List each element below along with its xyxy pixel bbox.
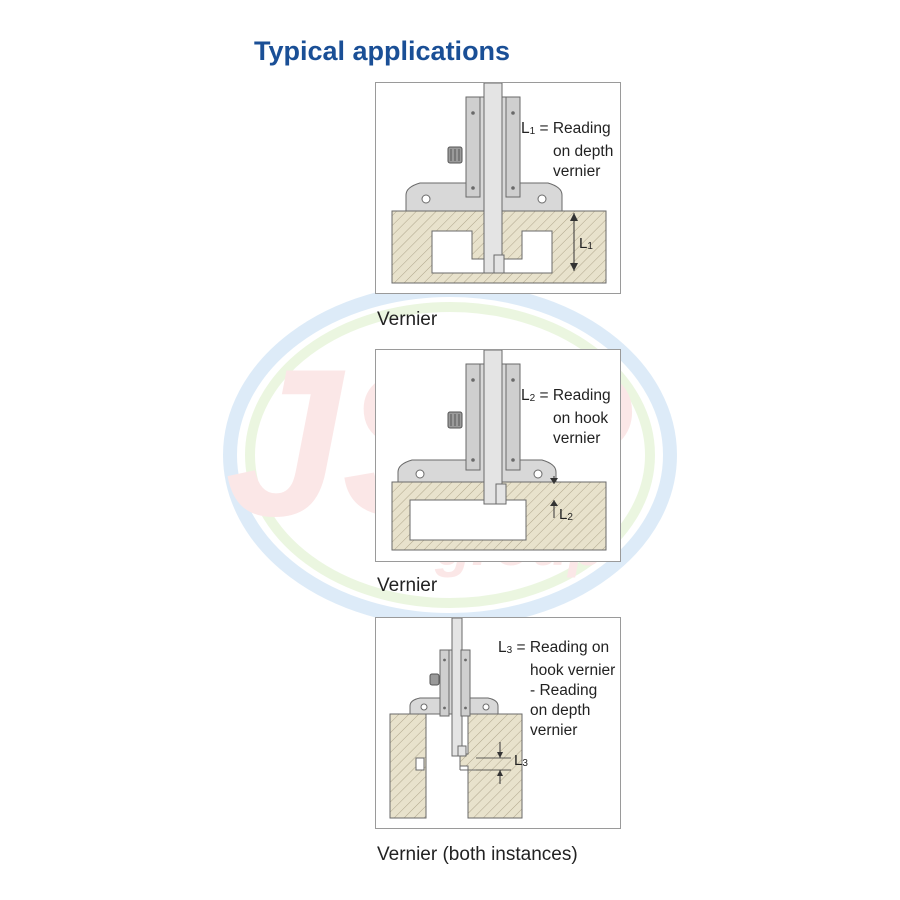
symbol-index: 1	[587, 241, 593, 252]
reading-eq: = Reading	[535, 387, 611, 404]
combined-measurement-diagram	[389, 618, 523, 819]
symbol-index: 3	[506, 645, 513, 656]
page-title: Typical applications	[254, 36, 511, 66]
note-line: - Reading	[530, 682, 598, 699]
symbol: L	[521, 120, 530, 137]
panel-caption: Vernier	[377, 309, 438, 330]
application-panel-combined: L3 = Reading on hook vernier - Reading o…	[375, 617, 621, 829]
symbol-index: 2	[529, 393, 536, 404]
note-line: vernier	[553, 163, 601, 180]
note-line: vernier	[530, 722, 578, 739]
symbol-index: 1	[529, 126, 536, 137]
application-panel-hook: L2 = Reading on hook vernier L2	[375, 349, 621, 562]
reading-note: L3 = Reading on hook vernier - Reading o…	[498, 638, 615, 741]
application-panel-depth: L1 = Reading on depth vernier L1	[375, 82, 621, 294]
symbol: L	[498, 639, 507, 656]
note-line: hook vernier	[530, 662, 616, 679]
reading-eq: = Reading	[535, 120, 611, 137]
symbol: L	[559, 506, 568, 523]
note-line: on depth	[553, 143, 614, 160]
symbol: L	[521, 387, 530, 404]
symbol-index: 3	[522, 758, 528, 769]
hook-measurement-diagram	[391, 350, 607, 551]
note-line: on depth	[530, 702, 591, 719]
symbol-index: 2	[567, 512, 573, 523]
note-line: on hook	[553, 410, 609, 427]
symbol: L	[514, 752, 523, 769]
reading-note: L2 = Reading on hook vernier	[521, 386, 611, 449]
dimension-label: L2	[559, 506, 573, 523]
panel-caption: Vernier	[377, 575, 438, 596]
symbol: L	[579, 235, 588, 252]
reading-note: L1 = Reading on depth vernier	[521, 119, 613, 182]
panel-caption: Vernier (both instances)	[377, 844, 578, 865]
dimension-label: L1	[579, 235, 593, 252]
dimension-label: L3	[514, 752, 528, 769]
note-line: vernier	[553, 430, 601, 447]
reading-eq: = Reading on	[512, 639, 610, 656]
depth-measurement-diagram	[391, 83, 607, 284]
